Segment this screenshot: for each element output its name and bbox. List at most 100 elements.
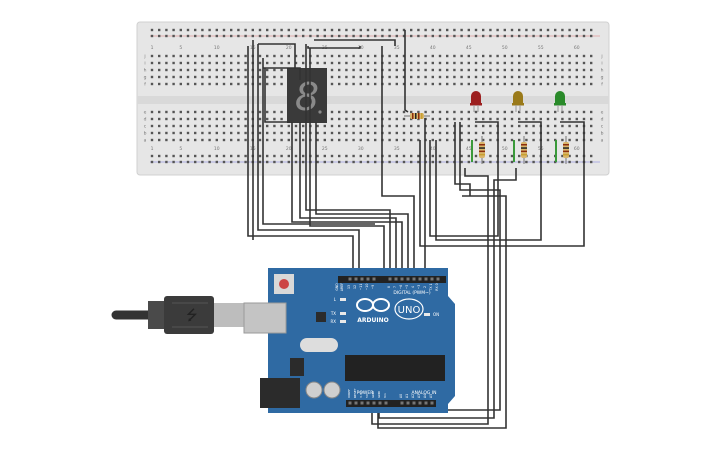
- breadboard-hole: [345, 124, 348, 128]
- arduino-uno-board[interactable]: L TX RX ON ARDUINO UNO DIGITAL (PWM~) PO…: [243, 268, 455, 413]
- breadboard-row-letter: c: [144, 125, 147, 130]
- breadboard-hole: [546, 160, 550, 164]
- breadboard-hole: [280, 28, 283, 32]
- resistor-band: [521, 150, 527, 153]
- digital-pin[interactable]: [436, 277, 440, 281]
- digital-pin[interactable]: [418, 277, 422, 281]
- breadboard-hole: [158, 110, 161, 114]
- breadboard-hole: [395, 28, 398, 32]
- usb-cable[interactable]: ⭍: [111, 296, 244, 334]
- analog-pin[interactable]: [424, 401, 428, 405]
- power-pin[interactable]: [348, 401, 352, 405]
- breadboard-column-number: 1: [151, 146, 154, 152]
- power-pin[interactable]: [354, 401, 358, 405]
- breadboard-row-letter: e: [144, 111, 147, 116]
- resistor-vertical[interactable]: [521, 136, 527, 164]
- power-pin-label: 3.3V: [359, 390, 363, 398]
- breadboard-hole: [266, 154, 269, 158]
- breadboard-hole: [561, 68, 564, 72]
- led-l: [340, 298, 346, 301]
- breadboard-hole: [546, 154, 550, 158]
- digital-pin[interactable]: [400, 277, 404, 281]
- digital-pin[interactable]: [360, 277, 364, 281]
- breadboard-hole: [366, 117, 370, 121]
- resistor-vertical[interactable]: [563, 136, 569, 164]
- power-pin[interactable]: [366, 401, 370, 405]
- breadboard-hole: [482, 110, 485, 114]
- breadboard-hole: [438, 110, 442, 114]
- breadboard-hole: [150, 110, 154, 114]
- breadboard-hole: [287, 34, 290, 38]
- breadboard-hole: [338, 68, 341, 72]
- digital-pin[interactable]: [394, 277, 398, 281]
- breadboard-hole: [179, 110, 182, 114]
- breadboard-hole: [309, 28, 312, 32]
- aref-label: AREF: [340, 283, 344, 291]
- breadboard-hole: [424, 82, 427, 86]
- breadboard-hole: [237, 160, 240, 164]
- breadboard-hole: [201, 28, 204, 32]
- reset-button[interactable]: [279, 279, 289, 289]
- power-pin[interactable]: [360, 401, 364, 405]
- led-yellow[interactable]: [512, 91, 524, 112]
- led-red[interactable]: [470, 91, 482, 112]
- breadboard-hole: [510, 34, 514, 38]
- breadboard-column-number: 10: [214, 45, 220, 51]
- breadboard-hole: [345, 138, 348, 142]
- breadboard-hole: [287, 54, 290, 58]
- breadboard-hole: [150, 82, 154, 86]
- breadboard-hole: [467, 82, 470, 86]
- analog-pin[interactable]: [418, 401, 422, 405]
- breadboard-hole: [424, 75, 427, 79]
- digital-pin[interactable]: [366, 277, 370, 281]
- analog-pin[interactable]: [412, 401, 416, 405]
- breadboard-hole: [410, 117, 413, 121]
- power-pin[interactable]: [378, 401, 382, 405]
- digital-pin-label: ~6: [399, 285, 403, 290]
- breadboard-hole: [201, 131, 204, 135]
- breadboard-hole: [539, 68, 542, 72]
- analog-pin[interactable]: [430, 401, 434, 405]
- usb-icon: ⭍: [186, 308, 198, 324]
- breadboard-hole: [554, 75, 557, 79]
- breadboard-hole: [402, 154, 406, 158]
- resistor-horizontal[interactable]: [404, 113, 430, 119]
- power-pin[interactable]: [372, 401, 376, 405]
- breadboard-hole: [438, 160, 442, 164]
- led-green[interactable]: [554, 91, 566, 112]
- breadboard-column-number: 30: [358, 146, 364, 152]
- resistor-vertical[interactable]: [479, 136, 485, 164]
- breadboard-hole: [554, 124, 557, 128]
- seven-segment-display[interactable]: 8: [287, 68, 327, 123]
- breadboard-hole: [266, 160, 269, 164]
- digital-pin[interactable]: [412, 277, 416, 281]
- analog-pin[interactable]: [400, 401, 404, 405]
- digital-pin[interactable]: [388, 277, 392, 281]
- breadboard-hole: [496, 82, 499, 86]
- led-rim: [512, 103, 524, 106]
- breadboard-hole: [568, 110, 571, 114]
- digital-pin-label: 13: [347, 285, 351, 289]
- breadboard-hole: [417, 138, 420, 142]
- digital-pin[interactable]: [372, 277, 376, 281]
- digital-pin[interactable]: [424, 277, 428, 281]
- breadboard-hole: [546, 34, 550, 38]
- breadboard-hole: [438, 154, 442, 158]
- digital-pin[interactable]: [430, 277, 434, 281]
- digital-pin[interactable]: [406, 277, 410, 281]
- breadboard-hole: [489, 154, 492, 158]
- breadboard-hole: [496, 117, 499, 121]
- breadboard-hole: [316, 54, 319, 58]
- breadboard-hole: [424, 28, 427, 32]
- breadboard-hole: [539, 34, 542, 38]
- breadboard-hole: [374, 82, 377, 86]
- breadboard-hole: [172, 34, 175, 38]
- breadboard-hole: [338, 131, 341, 135]
- digital-pin[interactable]: [354, 277, 358, 281]
- breadboard-hole: [186, 54, 190, 58]
- analog-pin[interactable]: [406, 401, 410, 405]
- power-pin[interactable]: [384, 401, 388, 405]
- digital-pin[interactable]: [348, 277, 352, 281]
- breadboard-hole: [244, 154, 247, 158]
